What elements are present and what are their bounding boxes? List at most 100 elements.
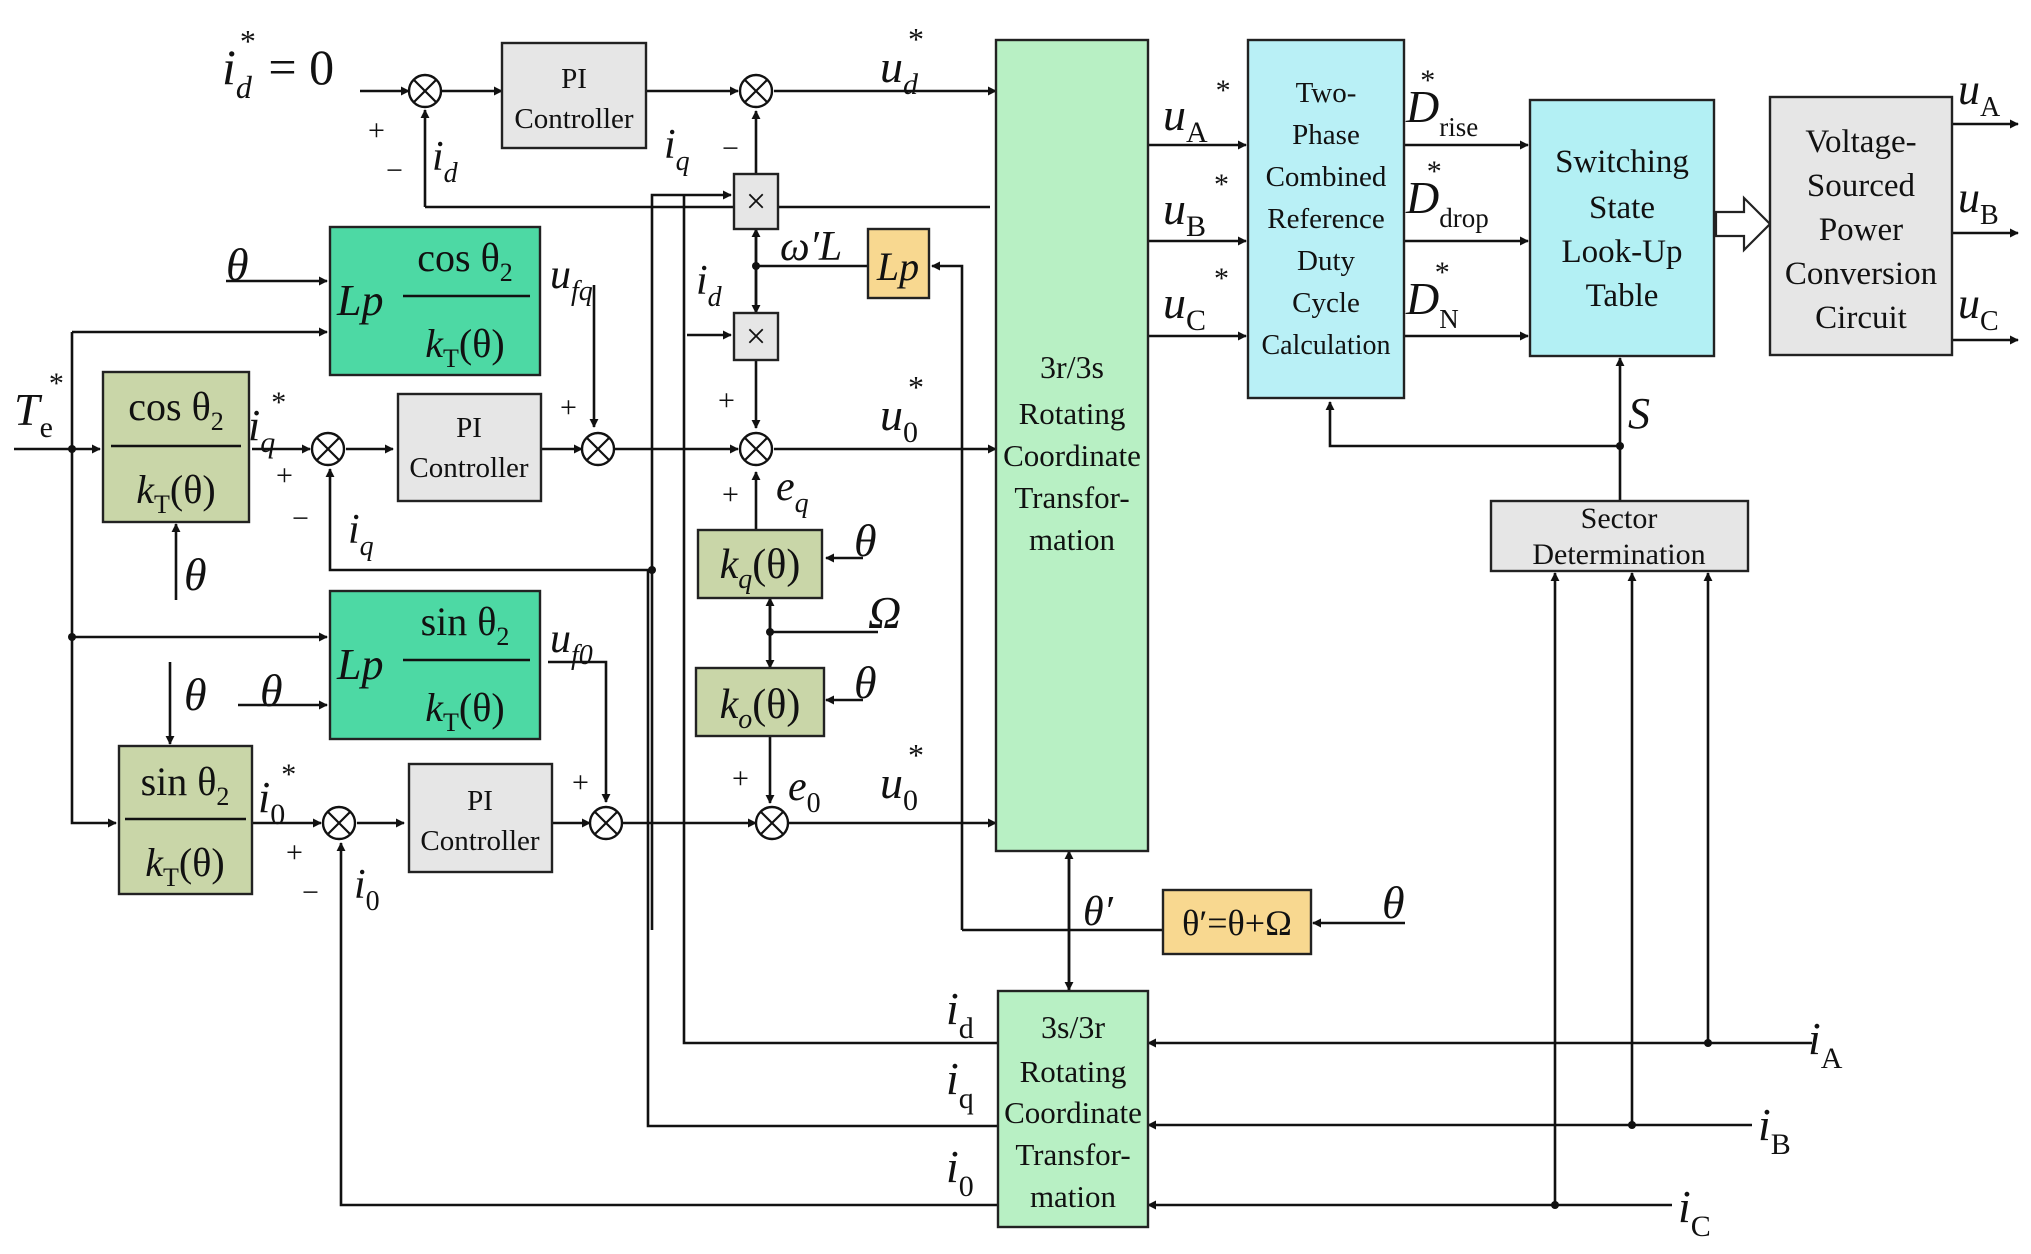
summing-junctions [310, 73, 790, 841]
kq-k: k [720, 542, 740, 588]
switching-state-lookup-table: Switching State Look-Up Table [1528, 98, 1716, 358]
ref-0-den-arg: (θ) [179, 840, 225, 885]
lp-text: Lp [876, 244, 919, 289]
duty-line3: Combined [1266, 161, 1387, 193]
ff-0-prefix: Lp [336, 640, 383, 689]
duty-line1: Two- [1296, 77, 1357, 109]
d-rise-label: Drise* [1405, 64, 1478, 142]
ref-q-den-arg: (θ) [170, 467, 216, 512]
pi-0-line1: PI [467, 785, 493, 817]
duty-line2: Phase [1292, 119, 1360, 151]
pi-q-line2: Controller [409, 452, 529, 484]
ib-in-label: iB [1758, 1099, 1791, 1161]
ko-arg: (θ) [752, 682, 800, 728]
i0-fb-label: i0 [354, 862, 380, 917]
ref-q-num-sub: 2 [211, 407, 224, 436]
pi-q-line1: PI [456, 412, 482, 444]
vsc-line2: Sourced [1807, 168, 1916, 204]
ref-q-num: cos θ [128, 384, 210, 429]
theta-label: θ [854, 657, 877, 708]
ff-q-den-sub: T [443, 344, 459, 373]
theta-label: θ [184, 669, 207, 720]
iq-fb-label: iq [348, 507, 374, 562]
svg-text:cos θ2: cos θ2 [417, 235, 512, 287]
ref-0-den-sub: T [163, 863, 179, 892]
svg-text:+: + [722, 478, 739, 511]
ic-in-label: iC [1678, 1181, 1711, 1243]
ref-q-den-sub: T [154, 490, 170, 519]
id-fb-label: id [432, 134, 459, 189]
eq-label: eq [776, 464, 809, 519]
theta-label: θ [854, 515, 877, 566]
svg-text:kT(θ): kT(θ) [136, 467, 215, 519]
ub-out-label: uB [1958, 173, 1999, 231]
transform-main-line2: Rotating [1019, 396, 1126, 431]
svg-text:−: − [386, 154, 403, 187]
svg-text:+: + [572, 766, 589, 799]
id-out-label: id [946, 983, 974, 1045]
gain-block-ko: ko(θ) [694, 666, 826, 738]
theta-label: θ [1382, 877, 1405, 928]
id-mid-label: id [696, 258, 723, 313]
i0-out-label: i0 [946, 1141, 974, 1203]
svg-text:+: + [560, 391, 577, 424]
sector-line1: Sector [1581, 502, 1658, 535]
pi-d-line1: PI [561, 63, 587, 95]
ud-ref-label: ud* [880, 21, 924, 101]
duty-line6: Cycle [1292, 287, 1360, 319]
kq-sub: q [738, 564, 752, 595]
duty-line5: Duty [1297, 245, 1356, 277]
ref-0-num-sub: 2 [216, 782, 229, 811]
ff-0-num-sub: 2 [496, 622, 509, 651]
transform-inv-line2: Rotating [1020, 1054, 1127, 1089]
ub-ref-label: uB* [1163, 168, 1229, 243]
duty-line7: Calculation [1261, 330, 1390, 361]
circle-cross-icon [738, 73, 774, 109]
pi-controller-d: PI Controller [500, 41, 648, 150]
signal-labels: id* = 0 ud* u0* u0* Te* iq* i0* id iq id… [14, 21, 2001, 1243]
ff-0-den-arg: (θ) [459, 685, 505, 730]
iq-top-label: iq [664, 122, 690, 177]
svg-text:kT(θ): kT(θ) [425, 321, 504, 373]
duty-line4: Reference [1267, 203, 1385, 235]
reference-block-q: cos θ2 kT(θ) [101, 370, 251, 524]
kq-arg: (θ) [752, 542, 800, 588]
lookup-line3: Look-Up [1562, 234, 1683, 270]
ia-in-label: iA [1808, 1013, 1843, 1075]
duty-cycle-calculation: Two- Phase Combined Reference Duty Cycle… [1246, 38, 1406, 400]
uf0-label: uf0 [550, 616, 593, 671]
voltage-sourced-power-conversion-circuit: Voltage- Sourced Power Conversion Circui… [1768, 95, 1954, 357]
ff-q-den-arg: (θ) [459, 321, 505, 366]
circle-cross-icon [580, 431, 616, 467]
d-n-label: DN* [1405, 256, 1459, 334]
transform-3s-3r: 3s/3r Rotating Coordinate Transfor- mati… [996, 989, 1150, 1229]
reference-block-0: sin θ2 kT(θ) [117, 744, 254, 896]
svg-text:+: + [732, 762, 749, 795]
uq-ref-label: u0* [880, 369, 924, 449]
lookup-line2: State [1589, 190, 1655, 226]
feedforward-block-0: Lp sin θ2 kT(θ) [328, 589, 542, 741]
svg-text:cos θ2: cos θ2 [128, 384, 223, 436]
svg-text:−: − [722, 132, 739, 165]
theta-label: θ [226, 239, 249, 290]
transform-main-line1: 3r/3s [1040, 349, 1104, 385]
junction-dots [68, 262, 1712, 1209]
i0-ref-label: i0* [258, 758, 296, 831]
te-ref-label: Te* [14, 367, 64, 444]
transform-inv-line5: mation [1030, 1179, 1117, 1214]
circle-cross-icon [738, 431, 774, 467]
svg-text:kq(θ): kq(θ) [720, 542, 801, 595]
ko-k: k [720, 682, 740, 728]
svg-text:−: − [292, 502, 309, 535]
e0-label: e0 [788, 764, 821, 819]
svg-text:kT(θ): kT(θ) [145, 840, 224, 892]
transform-main-line3: Coordinate [1003, 438, 1141, 473]
ff-q-prefix: Lp [336, 276, 383, 325]
multiply-icon: × [732, 172, 780, 231]
hollow-arrow-icon [1714, 195, 1772, 253]
svg-text:+: + [286, 836, 303, 869]
gain-block-kq: kq(θ) [696, 528, 824, 600]
circle-cross-icon [754, 805, 790, 841]
lp-block: Lp [866, 227, 931, 300]
